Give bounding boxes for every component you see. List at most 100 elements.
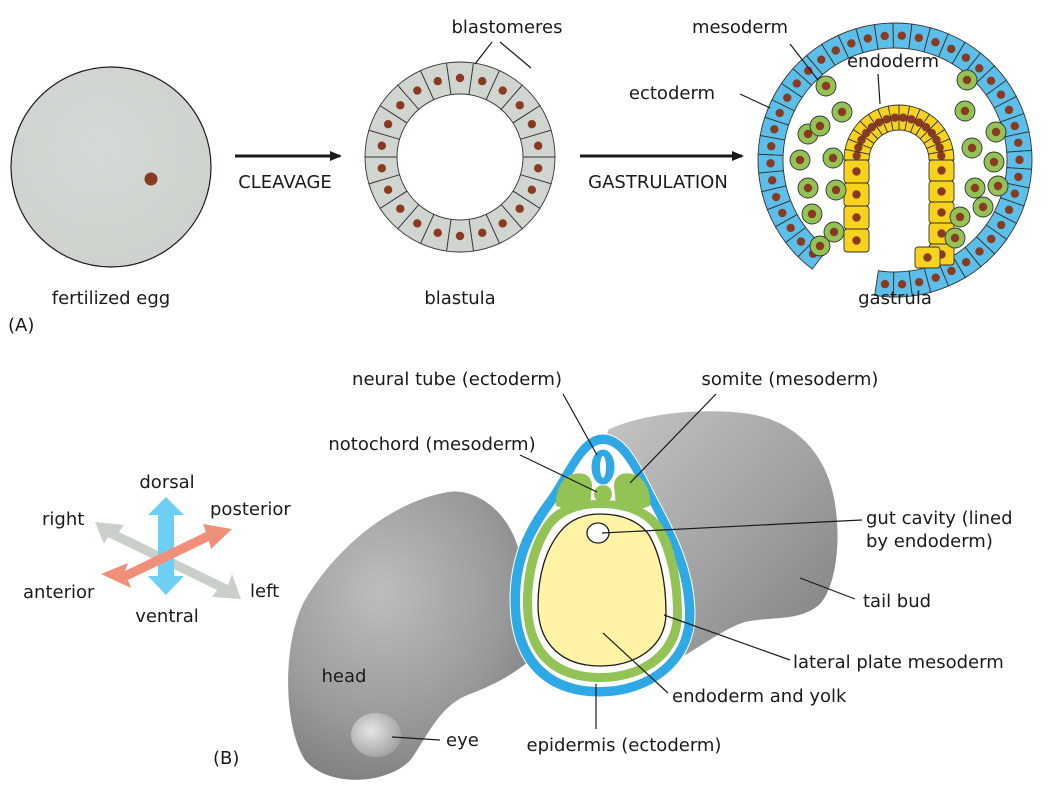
left-label: left bbox=[250, 581, 279, 602]
right-label: right bbox=[42, 509, 84, 530]
cell-nucleus bbox=[991, 127, 1001, 137]
cell-nucleus bbox=[1015, 155, 1024, 165]
cell-nucleus bbox=[847, 39, 856, 48]
blastomeres-leader-2 bbox=[499, 41, 532, 69]
cell-nucleus bbox=[874, 118, 884, 127]
cell-nucleus bbox=[803, 183, 813, 193]
cell-nucleus bbox=[987, 234, 996, 244]
cell-nucleus bbox=[770, 125, 779, 134]
somite-left bbox=[555, 473, 592, 510]
cell-nucleus bbox=[527, 185, 537, 195]
endoderm-yolk-leader bbox=[602, 632, 669, 694]
cell-nucleus bbox=[383, 119, 393, 129]
mesoderm-label: mesoderm bbox=[692, 17, 788, 38]
cell-nucleus bbox=[478, 228, 487, 237]
cell-nucleus bbox=[996, 220, 1006, 230]
cell-nucleus bbox=[937, 187, 946, 196]
cell-nucleus bbox=[962, 75, 972, 85]
cell-nucleus bbox=[852, 151, 861, 161]
cell-nucleus bbox=[815, 241, 825, 251]
panel-a-label: (A) bbox=[8, 315, 34, 336]
notochord-label: notochord (mesoderm) bbox=[328, 434, 535, 455]
blastula-label: blastula bbox=[424, 288, 495, 309]
gastrula bbox=[757, 22, 1033, 298]
cell-nucleus bbox=[867, 122, 877, 132]
cell-nucleus bbox=[993, 181, 1003, 191]
cell-nucleus bbox=[937, 229, 946, 238]
cell-nucleus bbox=[937, 151, 946, 161]
cell-nucleus bbox=[898, 113, 908, 122]
cell-nucleus bbox=[946, 44, 956, 54]
ventral-label: ventral bbox=[135, 606, 199, 627]
cell-nucleus bbox=[377, 141, 387, 150]
lateral-plate-label: lateral plate mesoderm bbox=[793, 652, 1004, 673]
cell-nucleus bbox=[498, 86, 507, 95]
cell-nucleus bbox=[533, 164, 543, 173]
cell-nucleus bbox=[527, 119, 537, 129]
anterior-posterior-axis-arrow bbox=[101, 524, 232, 588]
gut-cavity-label-line-1: gut cavity (lined bbox=[866, 508, 1013, 529]
cell-nucleus bbox=[852, 213, 861, 222]
cell-nucleus bbox=[1010, 121, 1019, 131]
cell-nucleus bbox=[383, 185, 393, 195]
anterior-label: anterior bbox=[23, 582, 95, 603]
somite-leader bbox=[629, 393, 717, 484]
cell-nucleus bbox=[533, 141, 543, 150]
cell-nucleus bbox=[955, 212, 965, 222]
cell-nucleus bbox=[880, 279, 890, 289]
neural-tube-leader bbox=[562, 393, 598, 456]
cell-nucleus bbox=[831, 46, 840, 55]
cell-nucleus bbox=[771, 192, 781, 202]
blastomeres-label: blastomeres bbox=[452, 17, 563, 38]
cell-nucleus bbox=[821, 81, 831, 91]
eye-leader bbox=[391, 736, 441, 741]
cell-nucleus bbox=[937, 166, 946, 175]
cell-nucleus bbox=[854, 143, 863, 152]
panel-b: dorsal ventral right left anterior poste… bbox=[23, 369, 1013, 780]
cell-nucleus bbox=[377, 164, 387, 173]
cell-nucleus bbox=[961, 53, 971, 62]
cell-nucleus bbox=[961, 257, 971, 267]
cell-nucleus bbox=[396, 204, 405, 213]
cell-nucleus bbox=[863, 34, 872, 43]
notochord-leader bbox=[519, 454, 598, 493]
cell-nucleus bbox=[817, 55, 826, 64]
cell-nucleus bbox=[803, 129, 813, 139]
cell-nucleus bbox=[1004, 105, 1014, 115]
cell-nucleus bbox=[783, 93, 792, 102]
blastomeres-leader-1 bbox=[474, 41, 493, 65]
cell-nucleus bbox=[767, 141, 776, 151]
cell-nucleus bbox=[967, 143, 977, 153]
cell-nucleus bbox=[975, 247, 984, 256]
cross-section bbox=[509, 433, 696, 698]
cell-nucleus bbox=[396, 101, 405, 110]
somite-right bbox=[614, 473, 651, 510]
cell-nucleus bbox=[807, 209, 817, 219]
cell-nucleus bbox=[455, 231, 465, 241]
eye bbox=[351, 713, 401, 757]
cell-nucleus bbox=[882, 115, 891, 124]
cell-nucleus bbox=[433, 228, 442, 237]
ectoderm-label: ectoderm bbox=[629, 83, 715, 104]
cell-nucleus bbox=[1010, 189, 1020, 198]
cell-nucleus bbox=[831, 185, 841, 195]
embryo-head bbox=[288, 491, 556, 780]
cell-nucleus bbox=[890, 113, 900, 122]
cell-nucleus bbox=[837, 107, 847, 117]
cell-nucleus bbox=[923, 253, 932, 262]
somite-label: somite (mesoderm) bbox=[702, 369, 879, 390]
mesoderm-leader bbox=[789, 43, 819, 81]
cell-nucleus bbox=[413, 86, 422, 95]
cell-nucleus bbox=[986, 76, 996, 85]
cell-nucleus bbox=[828, 153, 838, 163]
cell-nucleus bbox=[852, 167, 861, 176]
cell-nucleus bbox=[455, 73, 465, 83]
cell-nucleus bbox=[914, 33, 924, 43]
cell-nucleus bbox=[767, 176, 777, 185]
cell-nucleus bbox=[852, 190, 861, 199]
cell-nucleus bbox=[413, 219, 422, 228]
fertilized-egg-label: fertilized egg bbox=[52, 288, 170, 309]
cell-nucleus bbox=[792, 79, 801, 88]
blastula bbox=[364, 61, 556, 253]
